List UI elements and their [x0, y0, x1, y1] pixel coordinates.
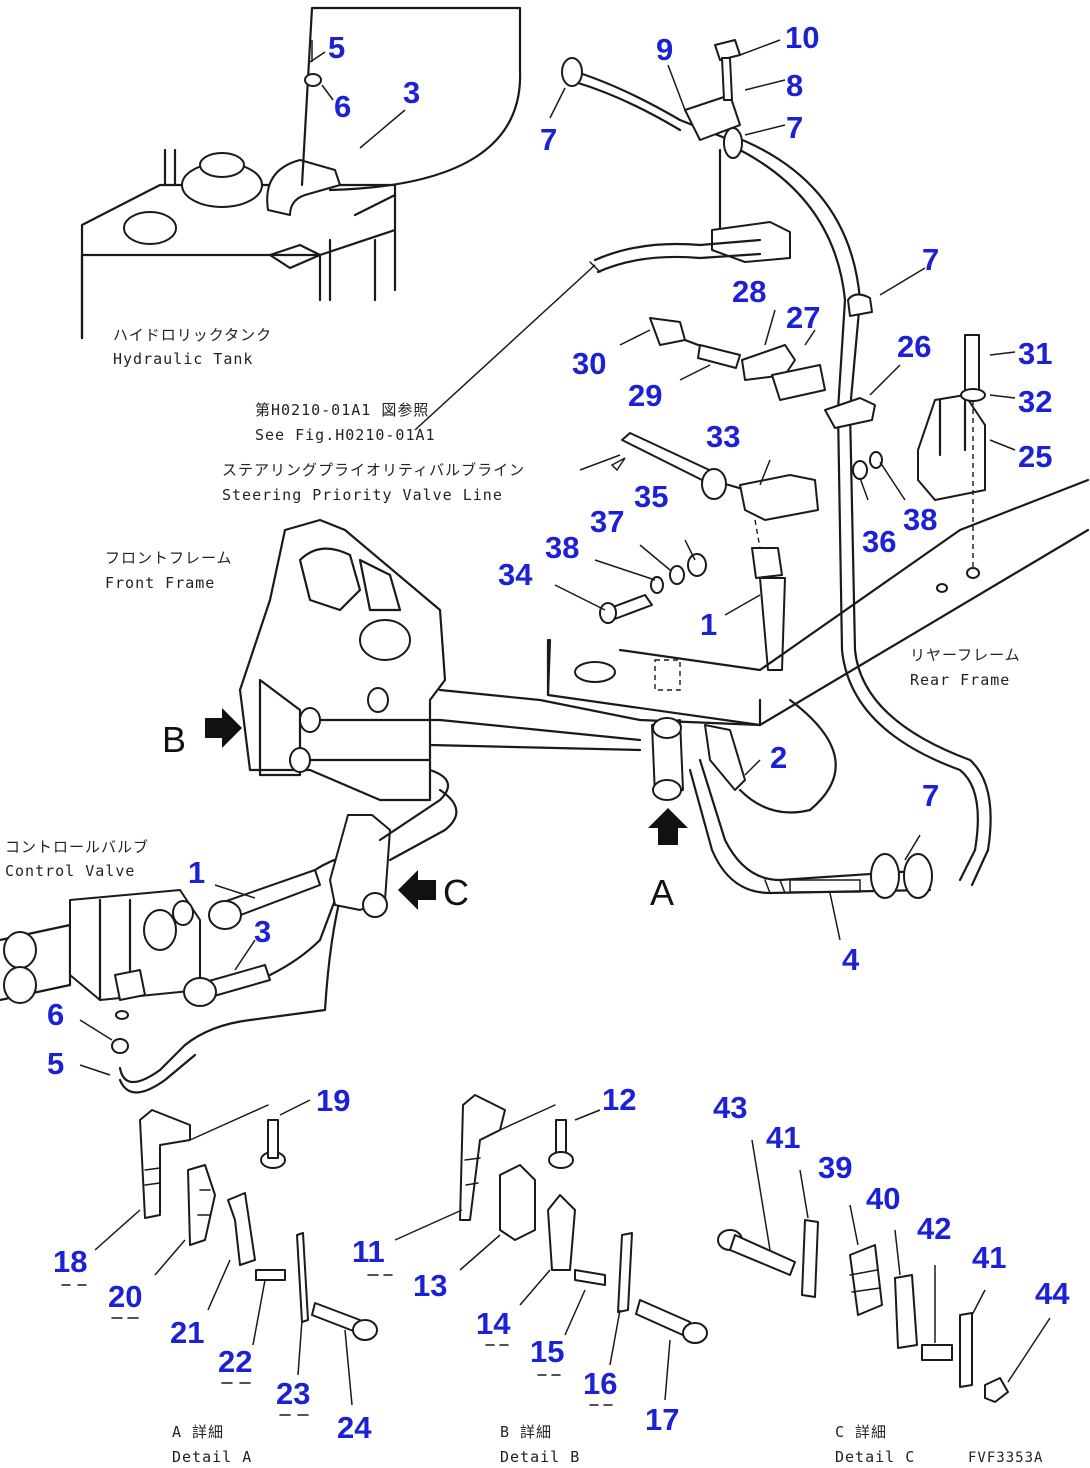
callout-37: 37: [590, 504, 624, 539]
see-fig-label-jp: 第H0210-01A1 図参照: [255, 401, 429, 419]
detail-a-label-jp: A 詳細: [172, 1423, 224, 1441]
callout-14: 14: [476, 1306, 511, 1341]
callout-1-top: 1: [700, 607, 717, 642]
see-fig-label-en: See Fig.H0210-01A1: [255, 426, 436, 444]
part-labels: ハイドロリックタンク Hydraulic Tank 第H0210-01A1 図参…: [5, 326, 1043, 1466]
callout-7-a: 7: [540, 122, 557, 157]
callout-7-b: 7: [786, 110, 803, 145]
bolt-washer-set-34-38: [599, 553, 707, 624]
callout-32: 32: [1018, 384, 1052, 419]
callout-12: 12: [602, 1082, 636, 1117]
rear-frame-label-jp: リヤーフレーム: [910, 646, 1021, 664]
leader-lines: [79, 39, 1051, 1406]
callout-17: 17: [645, 1402, 679, 1437]
callout-36: 36: [862, 524, 896, 559]
steering-line-label-en: Steering Priority Valve Line: [222, 486, 503, 504]
control-valve-label-en: Control Valve: [5, 862, 135, 880]
front-frame: [238, 518, 837, 814]
detail-c-label-jp: C 詳細: [835, 1423, 887, 1441]
callout-13: 13: [413, 1268, 447, 1303]
callout-7-d: 7: [922, 778, 939, 813]
callout-29: 29: [628, 378, 662, 413]
callout-6-left: 6: [47, 997, 64, 1032]
detail-number-dashes: [61, 1274, 613, 1416]
callout-4: 4: [842, 942, 860, 977]
detail-c-parts: [717, 1219, 1009, 1403]
callout-31: 31: [1018, 336, 1052, 371]
front-frame-label-en: Front Frame: [105, 574, 215, 592]
callout-15: 15: [530, 1334, 564, 1369]
callout-43: 43: [713, 1090, 747, 1125]
hydraulic-tank-label-jp: ハイドロリックタンク: [113, 326, 272, 344]
callout-6-top: 6: [334, 89, 351, 124]
detail-b-label-en: Detail B: [500, 1448, 580, 1466]
callout-2: 2: [770, 740, 787, 775]
view-marker-labels: B C A: [162, 719, 674, 913]
drawing-code: FVF3353A: [968, 1450, 1043, 1466]
callout-10: 10: [785, 20, 819, 55]
detail-b-parts: [459, 1094, 708, 1344]
callout-24: 24: [337, 1410, 372, 1445]
rear-frame-plate: [546, 478, 1090, 727]
callout-38-b: 38: [903, 502, 937, 537]
callout-1-left: 1: [188, 855, 205, 890]
callout-41-a: 41: [766, 1120, 800, 1155]
callout-11: 11: [352, 1234, 385, 1269]
callout-16: 16: [583, 1366, 617, 1401]
callout-40: 40: [866, 1181, 900, 1216]
detail-c-label-en: Detail C: [835, 1448, 915, 1466]
rear-frame-label-en: Rear Frame: [910, 671, 1010, 689]
callout-44: 44: [1035, 1276, 1070, 1311]
callout-28: 28: [732, 274, 766, 309]
callout-27: 27: [786, 300, 820, 335]
callout-34: 34: [498, 557, 533, 592]
callout-26: 26: [897, 329, 931, 364]
callout-42: 42: [917, 1211, 951, 1246]
view-marker-b: B: [162, 719, 186, 760]
callout-33: 33: [706, 419, 740, 454]
callout-3-left: 3: [254, 914, 271, 949]
callout-21: 21: [170, 1315, 204, 1350]
steering-line-clamps: [621, 317, 876, 671]
hydraulic-tank-drawing: [80, 148, 397, 340]
callout-18: 18: [53, 1244, 87, 1279]
callout-9: 9: [656, 32, 673, 67]
callout-39: 39: [818, 1150, 852, 1185]
view-arrows: [205, 457, 688, 910]
callout-22: 22: [218, 1344, 252, 1379]
bracket-25: [852, 334, 986, 579]
view-marker-c: C: [443, 872, 469, 913]
front-frame-label-jp: フロントフレーム: [105, 549, 233, 567]
callout-38-a: 38: [545, 530, 579, 565]
callout-5-top: 5: [328, 30, 345, 65]
callout-35: 35: [634, 479, 668, 514]
callout-5-left: 5: [47, 1046, 64, 1081]
view-marker-a: A: [650, 872, 674, 913]
callout-25: 25: [1018, 439, 1052, 474]
detail-b-label-jp: B 詳細: [500, 1423, 552, 1441]
detail-a-label-en: Detail A: [172, 1448, 252, 1466]
callout-20: 20: [108, 1279, 142, 1314]
callout-23: 23: [276, 1376, 310, 1411]
control-valve: [0, 878, 347, 1094]
callout-30: 30: [572, 346, 606, 381]
upper-hose-line: [300, 6, 873, 412]
callout-41-b: 41: [972, 1240, 1006, 1275]
callout-3-top: 3: [403, 75, 420, 110]
steering-line-label-jp: ステアリングプライオリティバルブライン: [222, 461, 525, 479]
hydraulic-tank-label-en: Hydraulic Tank: [113, 350, 253, 368]
control-valve-hoses: [183, 768, 458, 1007]
callout-7-c: 7: [922, 242, 939, 277]
callout-19: 19: [316, 1083, 350, 1118]
callout-8: 8: [786, 68, 803, 103]
vertical-return-hose: [688, 408, 992, 899]
callout-numbers: 5 6 3 7 9 10 8 7 7 28 27 26 31 32 25 30 …: [47, 20, 1070, 1445]
detail-a-parts: [139, 1104, 378, 1341]
control-valve-label-jp: コントロールバルブ: [5, 838, 149, 856]
